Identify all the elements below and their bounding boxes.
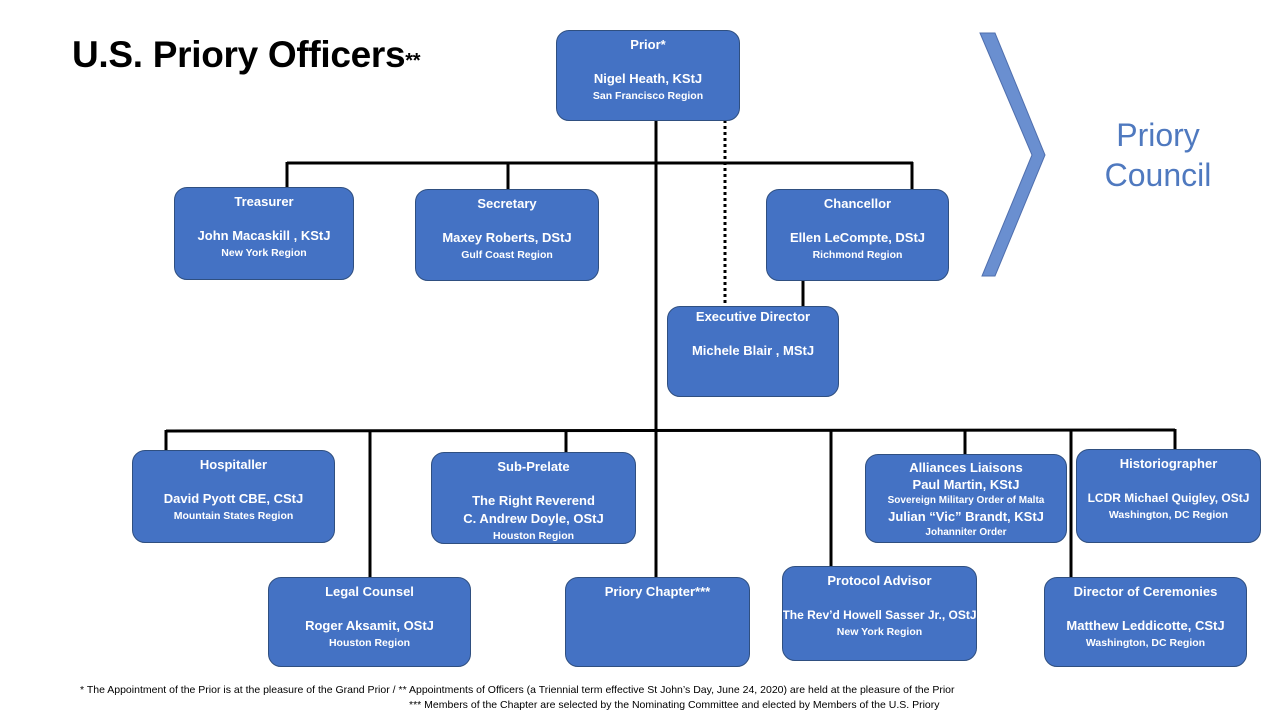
officer-name: Michele Blair , MStJ	[691, 343, 815, 358]
officer-box-alliances-liaisons[interactable]: Alliances Liaisons Paul Martin, KStJ Sov…	[865, 454, 1067, 543]
officer-role: Priory Chapter***	[604, 584, 711, 599]
officer-box-secretary[interactable]: Secretary Maxey Roberts, DStJ Gulf Coast…	[415, 189, 599, 281]
officer-name: LCDR Michael Quigley, OStJ	[1087, 491, 1250, 505]
liaison-org-2: Johanniter Order	[925, 527, 1007, 538]
officer-name: Maxey Roberts, DStJ	[442, 230, 572, 245]
officer-region: Houston Region	[328, 637, 411, 649]
officer-role: Legal Counsel	[325, 584, 414, 599]
officer-region: Washington, DC Region	[1108, 509, 1229, 521]
footnote-line-2: *** Members of the Chapter are selected …	[409, 699, 940, 711]
officer-box-sub-prelate[interactable]: Sub-Prelate The Right Reverend C. Andrew…	[431, 452, 636, 544]
officer-role: Alliances Liaisons	[909, 460, 1023, 475]
officer-region: New York Region	[221, 247, 307, 259]
officer-region: Richmond Region	[812, 249, 903, 261]
title-suffix: **	[405, 50, 421, 72]
officer-region: Gulf Coast Region	[461, 249, 553, 261]
officer-box-historiographer[interactable]: Historiographer LCDR Michael Quigley, OS…	[1076, 449, 1261, 543]
officer-name: The Rev’d Howell Sasser Jr., OStJ	[782, 608, 977, 622]
officer-role: Prior*	[630, 37, 666, 52]
liaison-name-2: Julian “Vic” Brandt, KStJ	[888, 509, 1044, 524]
officer-box-hospitaller[interactable]: Hospitaller David Pyott CBE, CStJ Mounta…	[132, 450, 335, 543]
officer-role: Treasurer	[234, 194, 294, 209]
officer-role: Hospitaller	[199, 457, 268, 472]
liaison-org-1: Sovereign Military Order of Malta	[887, 495, 1045, 506]
council-line-2: Council	[1104, 157, 1212, 193]
officer-box-prior[interactable]: Prior* Nigel Heath, KStJ San Francisco R…	[556, 30, 740, 121]
officer-name: Matthew Leddicotte, CStJ	[1066, 618, 1225, 633]
officer-name: Nigel Heath, KStJ	[593, 71, 703, 86]
officer-box-director-of-ceremonies[interactable]: Director of Ceremonies Matthew Leddicott…	[1044, 577, 1247, 667]
officer-role: Secretary	[477, 196, 537, 211]
officer-name: Ellen LeCompte, DStJ	[789, 230, 926, 245]
officer-name: David Pyott CBE, CStJ	[163, 491, 304, 506]
officer-name: John Macaskill , KStJ	[197, 228, 331, 243]
officer-region: Mountain States Region	[173, 510, 294, 522]
page-title: U.S. Priory Officers**	[72, 34, 421, 76]
officer-role: Executive Director	[695, 309, 811, 324]
officer-box-legal-counsel[interactable]: Legal Counsel Roger Aksamit, OStJ Housto…	[268, 577, 471, 667]
officer-name: Roger Aksamit, OStJ	[305, 618, 434, 633]
officer-role: Director of Ceremonies	[1073, 584, 1218, 599]
officer-region: San Francisco Region	[592, 90, 704, 102]
officer-box-protocol-advisor[interactable]: Protocol Advisor The Rev’d Howell Sasser…	[782, 566, 977, 661]
officer-name-line-1: The Right Reverend	[472, 493, 595, 508]
council-line-1: Priory	[1116, 117, 1200, 153]
officer-region: New York Region	[836, 626, 923, 638]
liaison-name-1: Paul Martin, KStJ	[912, 477, 1020, 492]
footnote-line-1: * The Appointment of the Prior is at the…	[80, 684, 955, 696]
officer-region: Washington, DC Region	[1085, 637, 1206, 649]
officer-box-chancellor[interactable]: Chancellor Ellen LeCompte, DStJ Richmond…	[766, 189, 949, 281]
officer-role: Chancellor	[823, 196, 892, 211]
officer-role: Historiographer	[1119, 456, 1218, 471]
connector-lower-bar	[165, 428, 1176, 433]
officer-region: Houston Region	[492, 530, 575, 542]
priory-council-label: Priory Council	[1068, 115, 1248, 195]
title-text: U.S. Priory Officers	[72, 34, 406, 75]
officer-box-executive-director[interactable]: Executive Director Michele Blair , MStJ	[667, 306, 839, 397]
officer-box-treasurer[interactable]: Treasurer John Macaskill , KStJ New York…	[174, 187, 354, 280]
officer-box-priory-chapter[interactable]: Priory Chapter***	[565, 577, 750, 667]
officer-role: Protocol Advisor	[827, 573, 932, 588]
officer-role: Sub-Prelate	[497, 459, 570, 474]
officer-name-line-2: C. Andrew Doyle, OStJ	[463, 511, 604, 526]
